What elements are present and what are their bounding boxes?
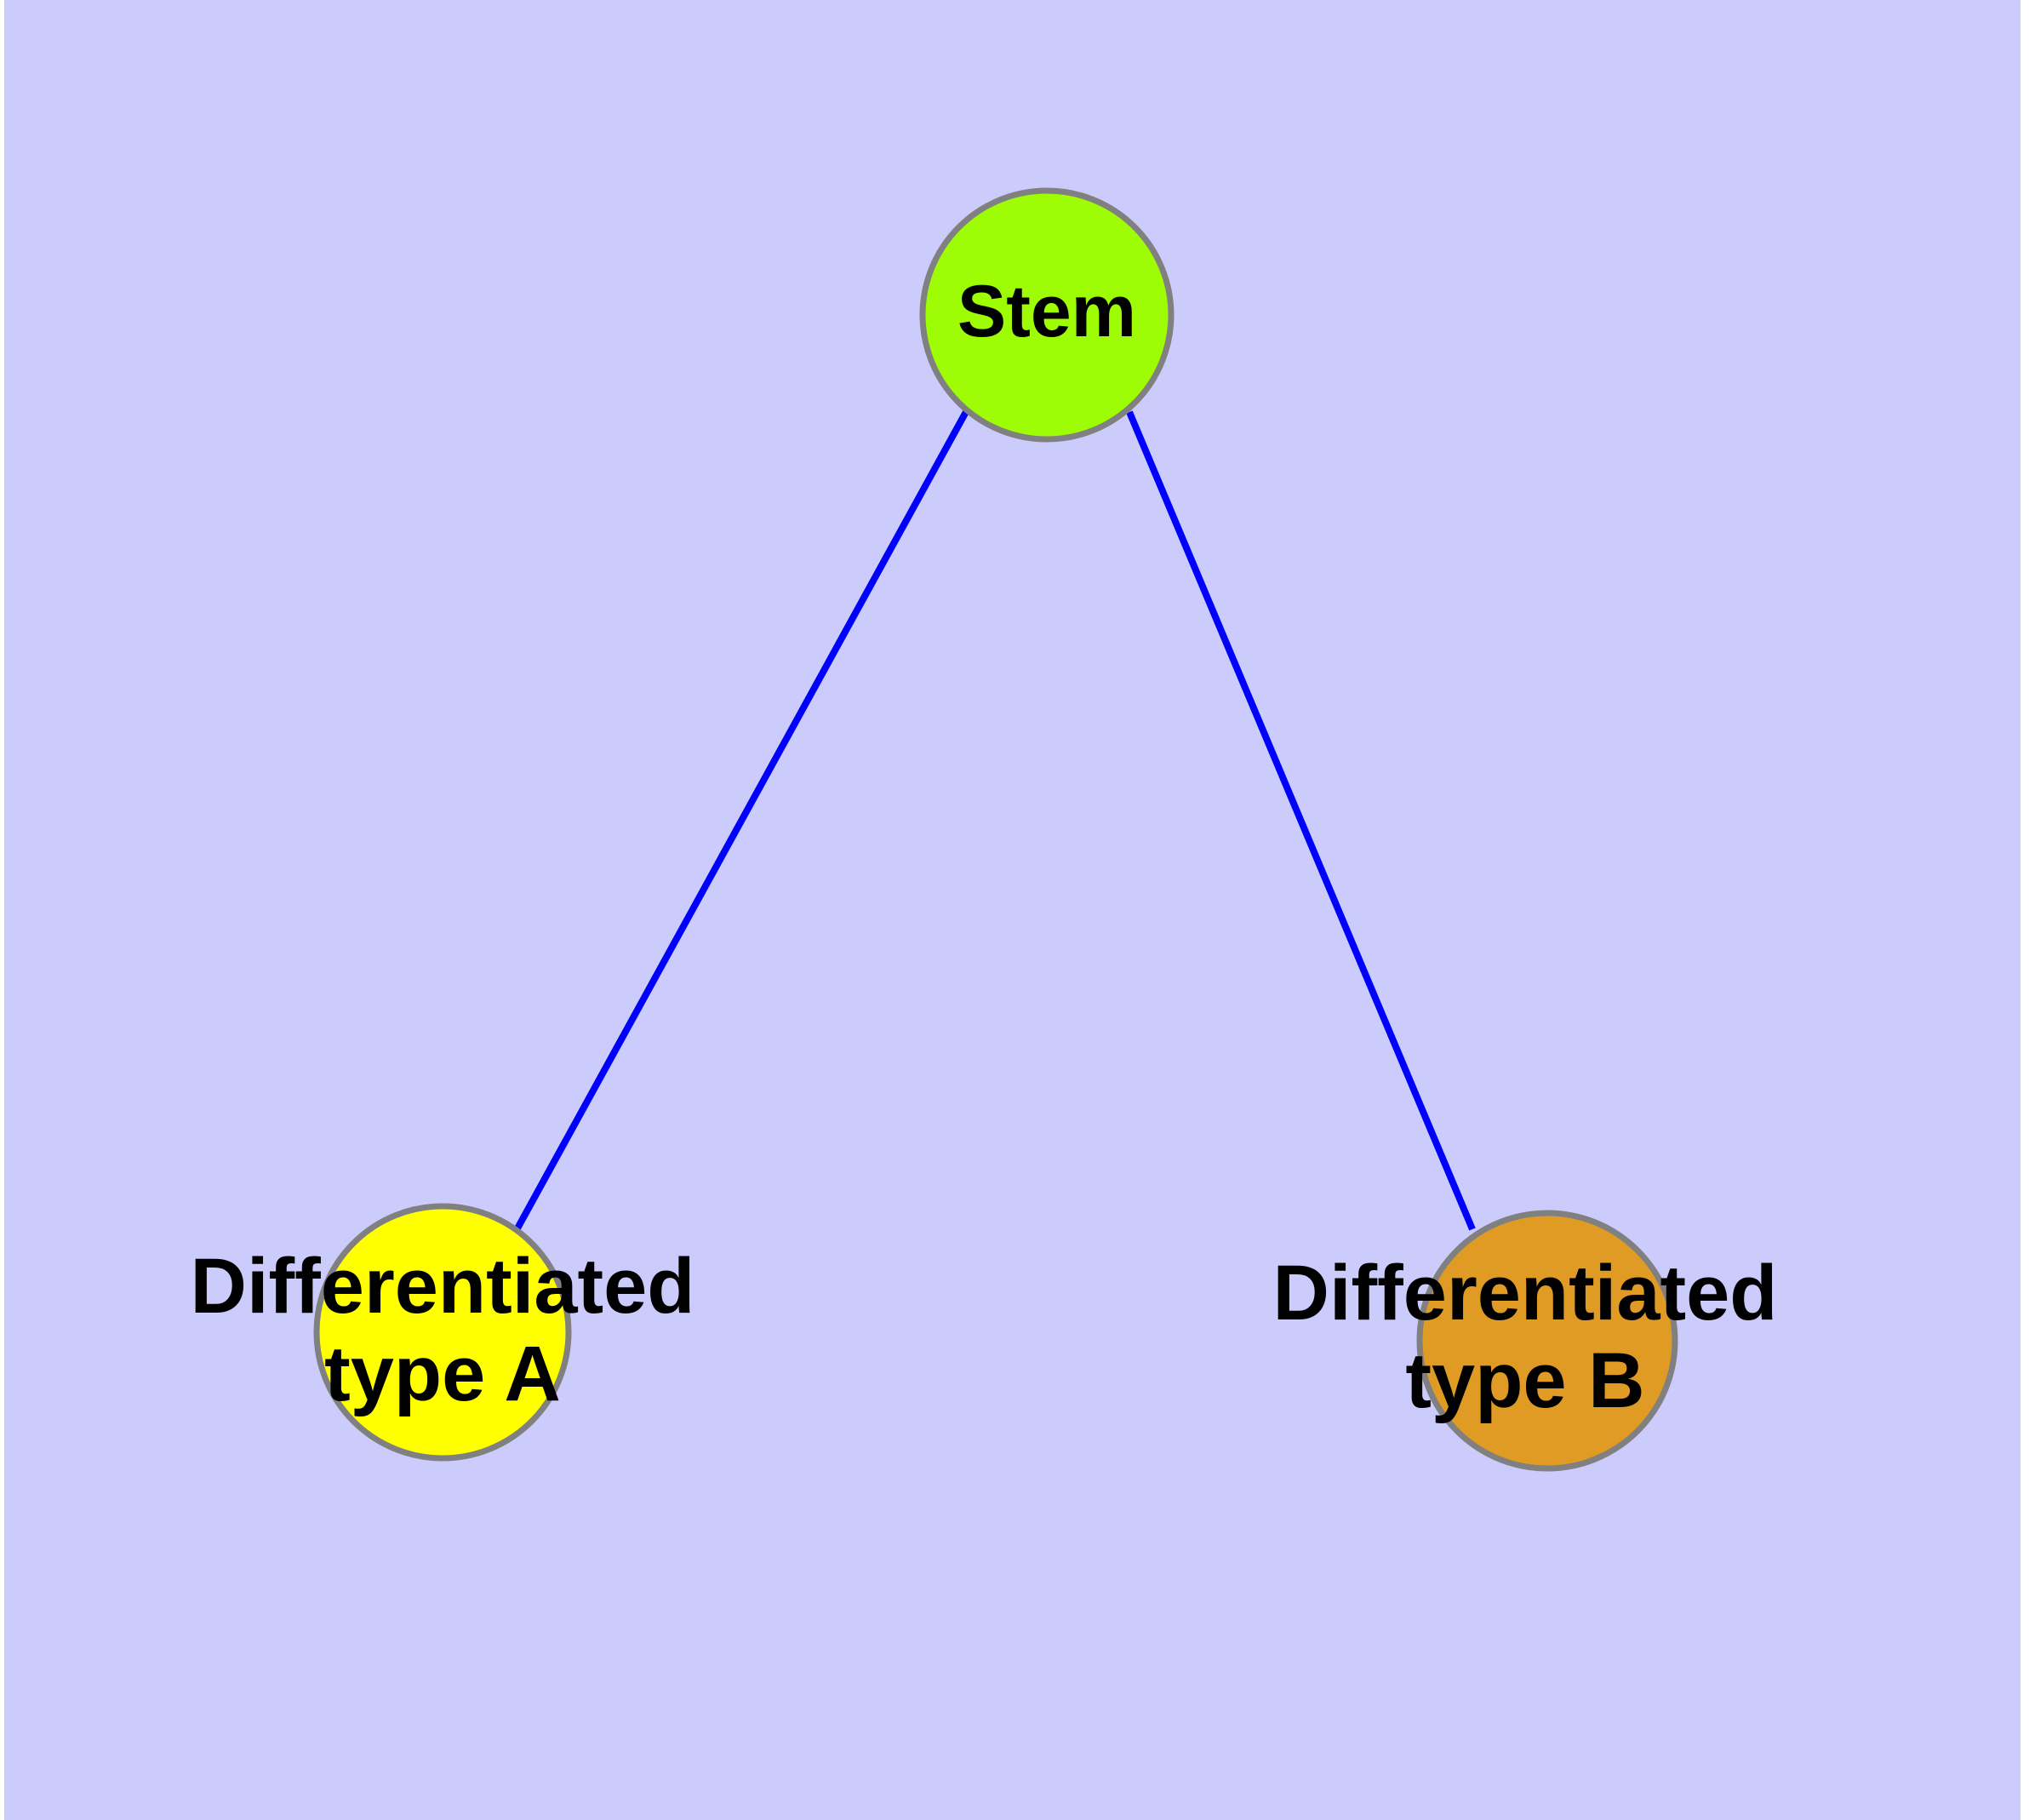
node-stem[interactable] xyxy=(919,187,1175,443)
edge-layer xyxy=(514,409,1476,1231)
edge-stem-to-differentiated-type-b[interactable] xyxy=(1126,410,1476,1231)
node-differentiated-type-a[interactable] xyxy=(313,1203,572,1462)
node-differentiated-type-b[interactable] xyxy=(1416,1210,1678,1472)
node-layer xyxy=(313,187,1678,1472)
edge-stem-to-differentiated-type-a[interactable] xyxy=(514,409,970,1230)
